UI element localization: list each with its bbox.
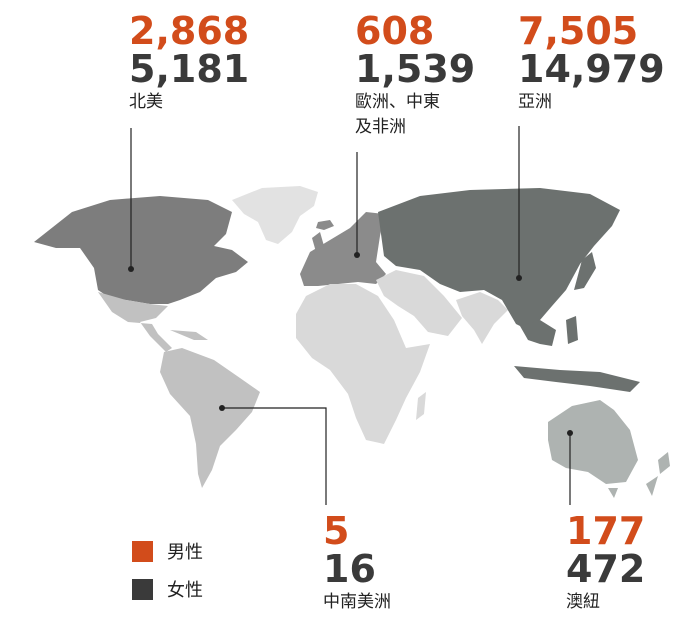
asia-name: 亞洲: [518, 92, 552, 112]
leader-line-latin-america: [222, 407, 327, 505]
iceland-shape: [316, 220, 334, 230]
central-america-shape: [98, 292, 172, 352]
north-america-name: 北美: [129, 92, 163, 112]
label-asia: 7,505 14,979 亞洲: [518, 12, 665, 115]
middle-east-shape: [376, 270, 462, 336]
latin-america-female-count: 16: [323, 547, 376, 591]
latin-america-male-count: 5: [323, 509, 350, 553]
marker-latin-america: [219, 405, 225, 411]
legend-label-female: 女性: [167, 580, 203, 601]
label-oceania: 177 472 澳紐: [566, 512, 645, 615]
north-america-male-count: 2,868: [129, 9, 250, 53]
legend-swatch-male: [132, 540, 153, 562]
new-zealand-shape: [646, 452, 670, 496]
emea-name-line1: 歐洲、中東: [355, 92, 440, 112]
emea-name-line2: 及非洲: [355, 117, 406, 137]
africa-shape: [296, 284, 430, 444]
latin-america-name: 中南美洲: [323, 592, 391, 612]
marker-asia: [516, 275, 522, 281]
india-shape: [456, 292, 508, 344]
asia-female-count: 14,979: [518, 47, 665, 91]
southeast-asia-shape: [514, 320, 640, 392]
uk-shape: [312, 232, 324, 252]
emea-female-count: 1,539: [355, 47, 476, 91]
emea-male-count: 608: [355, 9, 435, 53]
south-america-shape: [160, 348, 260, 488]
oceania-name: 澳紐: [566, 592, 600, 612]
label-north-america: 2,868 5,181 北美: [129, 12, 249, 115]
north-america-female-count: 5,181: [129, 47, 250, 91]
asia-male-count: 7,505: [518, 9, 639, 53]
europe-shape: [300, 212, 386, 286]
oceania-female-count: 472: [566, 547, 646, 591]
legend: 男性 女性: [132, 538, 203, 614]
tasmania-shape: [608, 488, 618, 498]
marker-north-america: [128, 266, 134, 272]
label-latin-america: 5 16 中南美洲: [323, 512, 391, 615]
greenland-shape: [232, 186, 318, 244]
oceania-male-count: 177: [566, 509, 646, 553]
marker-oceania: [567, 430, 573, 436]
legend-label-male: 男性: [167, 542, 203, 563]
legend-item-male: 男性: [132, 538, 203, 564]
label-europe-middle-east-africa: 608 1,539 歐洲、中東 及非洲: [355, 12, 475, 140]
asia-shape: [378, 188, 620, 330]
legend-item-female: 女性: [132, 576, 203, 602]
philippines-shape: [566, 316, 578, 344]
japan-shape: [574, 252, 596, 290]
australia-shape: [548, 400, 638, 484]
madagascar-shape: [416, 392, 426, 420]
caribbean-shape: [170, 330, 208, 340]
marker-europe: [354, 252, 360, 258]
north-america-shape: [34, 196, 248, 304]
legend-swatch-female: [132, 578, 153, 600]
